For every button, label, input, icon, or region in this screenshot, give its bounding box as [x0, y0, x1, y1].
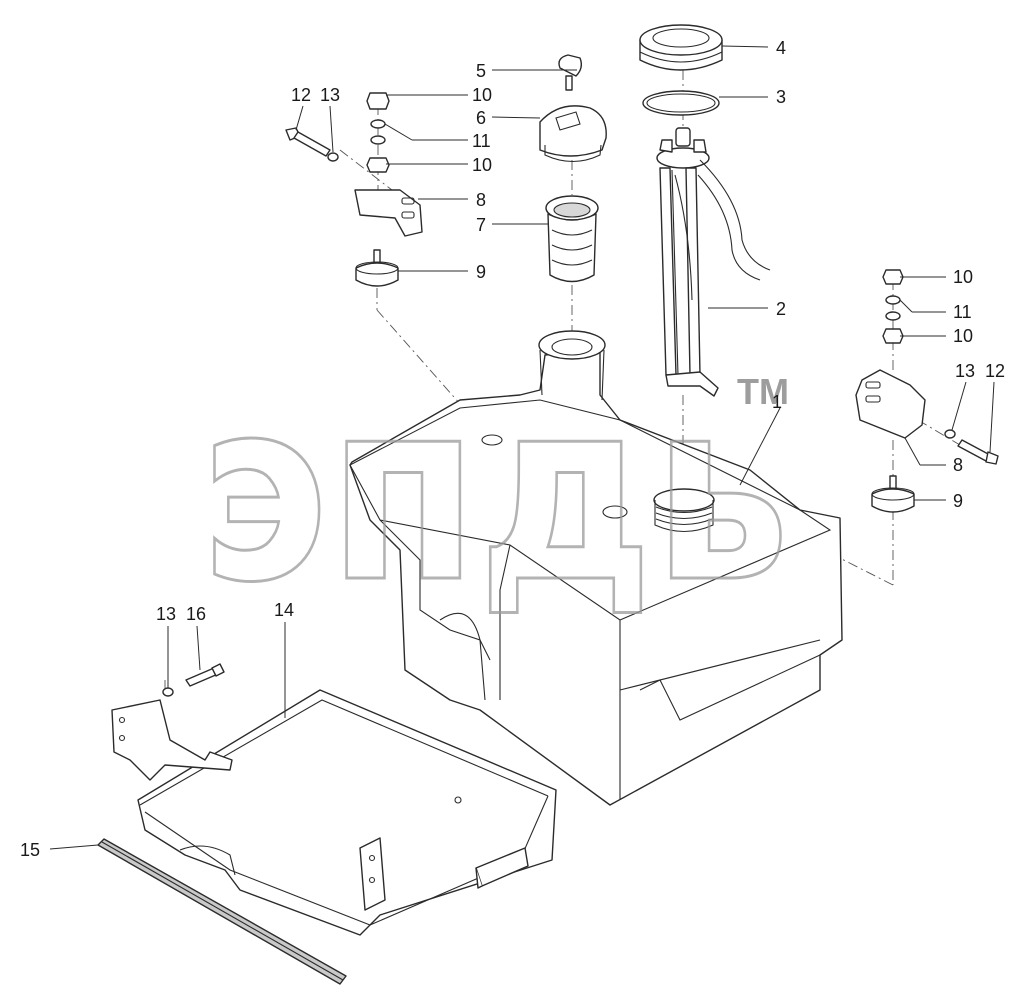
callout-6: 6: [476, 108, 486, 128]
washer-13-tray: [162, 687, 174, 697]
fuel-sender: [656, 127, 771, 397]
callout-10-left-bottom: 10: [472, 155, 492, 175]
callout-9-right: 9: [953, 491, 963, 511]
tank-tray: [111, 663, 557, 936]
nut-10-right-top: [882, 269, 904, 285]
callout-13-tray: 13: [156, 604, 176, 624]
centerline-right-bolt: [917, 419, 961, 446]
callout-2: 2: [776, 299, 786, 319]
callout-12-left: 12: [291, 85, 311, 105]
callout-10-right-top: 10: [953, 267, 973, 287]
callout-10-left-top: 10: [472, 85, 492, 105]
callout-11-left: 11: [472, 131, 491, 151]
watermark-trademark: TM: [737, 371, 789, 412]
callout-8-left: 8: [476, 190, 486, 210]
lock-ring: [639, 24, 723, 71]
washer-13-left: [327, 152, 339, 162]
washer-13-right: [944, 429, 956, 439]
callout-14: 14: [274, 600, 294, 620]
filler-cap: [539, 105, 607, 163]
callout-3: 3: [776, 87, 786, 107]
callout-9-left: 9: [476, 262, 486, 282]
callout-11-right: 11: [953, 302, 972, 322]
rubber-strip: [97, 838, 347, 985]
sender-opening: [653, 488, 715, 512]
leader-lines: [49, 45, 995, 850]
nut-10-right-bottom: [882, 328, 904, 344]
watermark: эпдь TM: [199, 345, 792, 639]
callout-13-left: 13: [320, 85, 340, 105]
washer-11-left: [370, 119, 386, 129]
callout-4: 4: [776, 38, 786, 58]
washer-11-right: [885, 295, 901, 305]
callout-16: 16: [186, 604, 206, 624]
callout-15: 15: [20, 840, 40, 860]
filler-strainer: [545, 195, 599, 283]
fuel-tank: [349, 330, 843, 806]
nut-10-left-top: [366, 92, 390, 110]
callout-12-right: 12: [985, 361, 1005, 381]
bracket-8-right: [855, 369, 926, 439]
callout-labels: 4 3 5 6 7 10 11 10 8 9 12 13 2 1 10 11 1…: [20, 38, 1005, 860]
callout-8-right: 8: [953, 455, 963, 475]
right-mount-set: [855, 269, 999, 513]
bracket-8-left: [354, 189, 423, 237]
callout-13-right: 13: [955, 361, 975, 381]
nut-10-left-bottom: [366, 157, 390, 173]
callout-10-right-bottom: 10: [953, 326, 973, 346]
left-mount-set: [285, 92, 423, 287]
centerline-left-bolt: [339, 149, 393, 191]
watermark-text: эпдь: [200, 346, 790, 637]
callout-5: 5: [476, 61, 486, 81]
o-ring: [642, 90, 720, 116]
cap-key: [558, 54, 583, 91]
callout-7: 7: [476, 215, 486, 235]
callout-1: 1: [772, 392, 782, 412]
